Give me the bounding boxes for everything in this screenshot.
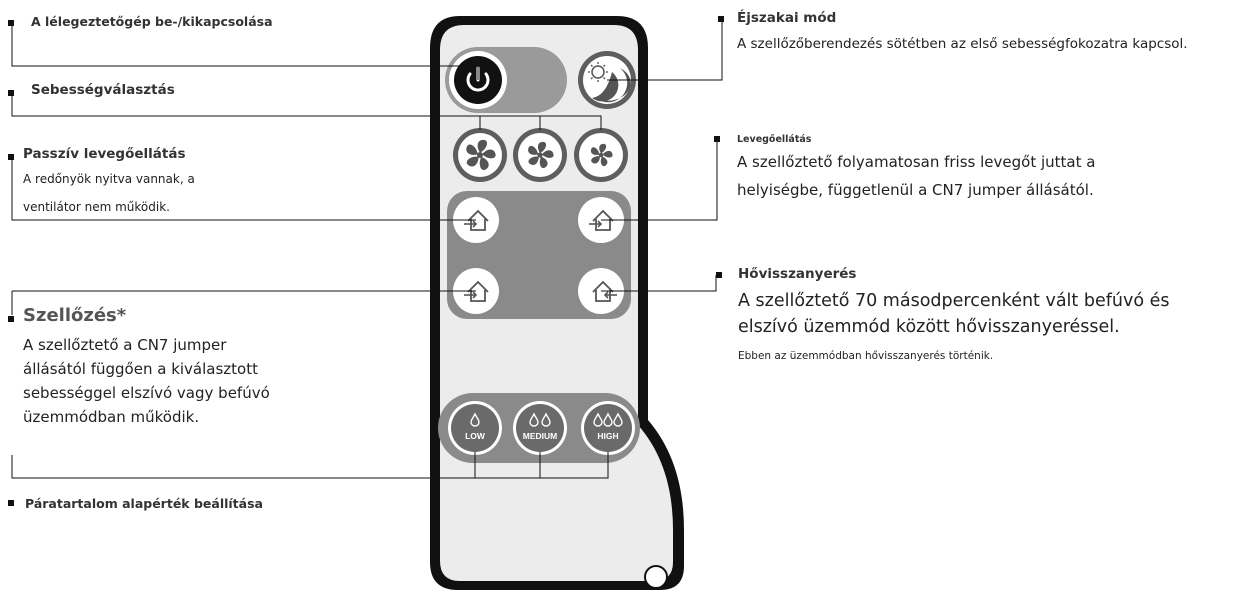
humidity-low-button[interactable]: LOW [448, 401, 502, 455]
ventilation-line2: állásától függően a kiválasztott [23, 360, 258, 378]
passive-title: Passzív levegőellátás [23, 146, 186, 162]
recovery-title: Hővisszanyerés [738, 266, 857, 282]
supply-line2: helyiségbe, függetlenül a CN7 jumper áll… [737, 181, 1094, 199]
speed-button-1[interactable] [453, 128, 507, 182]
remote-hole [644, 565, 668, 589]
passive-line1: A redőnyök nyitva vannak, a [23, 172, 195, 186]
bullet-icon [8, 90, 14, 96]
sun-moon-icon [588, 62, 631, 103]
power-title: A lélegeztetőgép be-/kikapcsolása [31, 14, 273, 29]
speed-button-2[interactable] [513, 128, 567, 182]
night-title: Éjszakai mód [737, 10, 837, 26]
supply-title: Levegőellátás [737, 134, 812, 145]
bullet-icon [714, 136, 720, 142]
ventilation-line1: A szellőztető a CN7 jumper [23, 336, 227, 354]
bullet-icon [8, 316, 14, 322]
bullet-icon [8, 500, 14, 506]
bullet-icon [8, 20, 14, 26]
ventilation-title: Szellőzés* [23, 305, 127, 326]
speed-title: Sebességválasztás [31, 82, 175, 98]
humidity-medium-button[interactable]: MEDIUM [513, 401, 567, 455]
recovery-line2: elszívó üzemmód között hővisszanyeréssel… [738, 317, 1120, 337]
medium-label: MEDIUM [523, 431, 557, 441]
recovery-line1: A szellőztető 70 másodpercenként vált be… [738, 291, 1170, 311]
ventilation-line4: üzemmódban működik. [23, 408, 200, 426]
bullet-icon [718, 16, 724, 22]
bullet-icon [716, 272, 722, 278]
humidity-high-button[interactable]: HIGH [581, 401, 635, 455]
night-desc: A szellőzőberendezés sötétben az első se… [737, 36, 1188, 52]
high-label: HIGH [597, 431, 618, 441]
recovery-note: Ebben az üzemmódban hővisszanyerés törté… [738, 350, 994, 362]
bullet-icon [8, 154, 14, 160]
supply-line1: A szellőztető folyamatosan friss levegőt… [737, 153, 1096, 171]
humidity-title: Páratartalom alapérték beállítása [25, 496, 263, 511]
ventilation-line3: sebességgel elszívó vagy befúvó [23, 384, 270, 402]
low-label: LOW [465, 431, 486, 441]
leader-lines [11, 18, 723, 479]
passive-line2: ventilátor nem működik. [23, 200, 170, 214]
speed-button-3[interactable] [574, 128, 628, 182]
